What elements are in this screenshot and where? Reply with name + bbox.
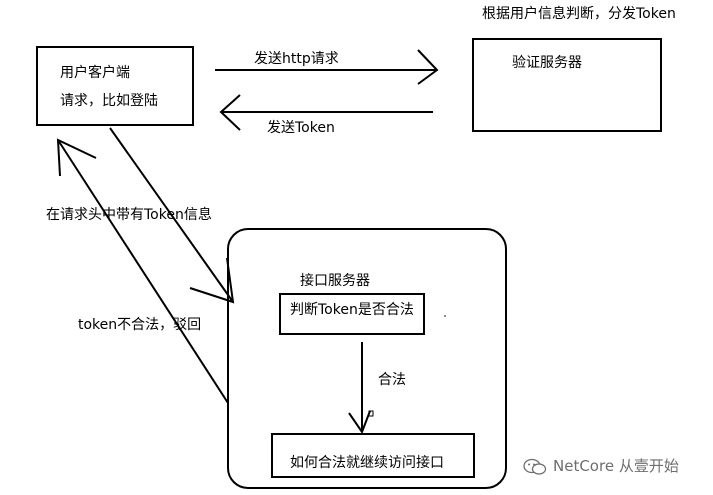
auth-server-box (472, 38, 662, 132)
small-marker (368, 410, 374, 417)
arrow-header-token (109, 127, 235, 304)
arrow-send-token (219, 94, 433, 131)
valid-label: 合法 (378, 372, 406, 388)
api-server-title: 接口服务器 (300, 273, 370, 289)
access-box (271, 433, 475, 478)
auth-server-note: 根据用户信息判断，分发Token (482, 6, 676, 22)
send-http-label: 发送http请求 (254, 51, 339, 67)
reject-label: token不合法，驳回 (78, 317, 202, 333)
access-label: 如何合法就继续访问接口 (290, 455, 444, 471)
watermark-text: NetCore 从壹开始 (553, 457, 679, 475)
api-server-container (227, 228, 507, 489)
dot-mark (444, 315, 446, 317)
arrow-reject (56, 138, 229, 404)
token-check-label: 判断Token是否合法 (290, 302, 414, 318)
arrow-valid (348, 342, 371, 435)
client-box (36, 46, 194, 126)
header-token-label: 在请求头中带有Token信息 (46, 207, 212, 223)
send-token-label: 发送Token (267, 120, 335, 136)
arrow-send-http (215, 49, 439, 85)
token-check-box (279, 293, 425, 335)
wechat-icon (523, 458, 547, 475)
watermark: NetCore 从壹开始 (523, 455, 679, 476)
client-subtitle: 请求，比如登陆 (60, 93, 158, 109)
auth-server-title: 验证服务器 (512, 55, 582, 71)
client-title: 用户客户端 (60, 65, 130, 81)
